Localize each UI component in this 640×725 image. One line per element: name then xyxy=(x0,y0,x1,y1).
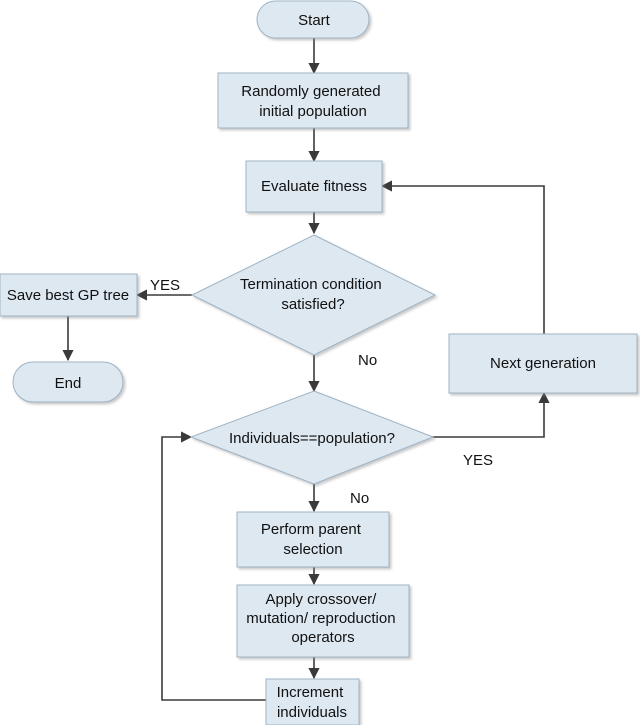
evaluate-fitness-label: Evaluate fitness xyxy=(261,178,367,195)
edge-label-termination-no: No xyxy=(358,352,377,369)
evaluate-fitness-node xyxy=(245,160,383,213)
parent-selection-label-line-1: Perform parent xyxy=(261,521,362,538)
increment-label-line-2: individuals xyxy=(277,704,347,721)
increment-label-line-1: Increment xyxy=(277,684,345,701)
edge-labels: YES No YES No xyxy=(150,277,493,507)
termination-decision-label-line-2: satisfied? xyxy=(281,296,344,313)
edge-label-individuals-yes: YES xyxy=(463,452,493,469)
end-node xyxy=(12,361,124,403)
init-population-label-line-1: Randomly generated xyxy=(241,83,380,100)
end-label: End xyxy=(55,375,82,392)
node-labels: Start Randomly generated initial populat… xyxy=(7,12,596,721)
apply-operators-label-line-2: mutation/ reproduction xyxy=(246,610,395,627)
apply-operators-label-line-3: operators xyxy=(291,629,354,646)
edge-label-individuals-no: No xyxy=(350,490,369,507)
edge-label-termination-yes: YES xyxy=(150,277,180,294)
apply-operators-label-line-1: Apply crossover/ xyxy=(265,591,377,608)
next-generation-label: Next generation xyxy=(490,355,596,372)
increment-node xyxy=(265,678,360,725)
apply-operators-label: Apply crossover/ mutation/ reproduction … xyxy=(246,591,399,646)
init-population-label: Randomly generated initial population xyxy=(241,83,384,120)
increment-label: Increment individuals xyxy=(277,684,348,721)
termination-decision-label: Termination condition satisfied? xyxy=(240,276,386,313)
start-label: Start xyxy=(298,12,331,29)
start-node xyxy=(256,0,370,39)
save-best-node xyxy=(0,273,138,317)
parent-selection-node xyxy=(236,511,390,568)
apply-operators-node xyxy=(236,584,410,658)
parent-selection-label-line-2: selection xyxy=(283,541,342,558)
individuals-decision-node xyxy=(189,390,435,485)
termination-decision-node xyxy=(190,234,437,356)
termination-decision-label-line-1: Termination condition xyxy=(240,276,382,293)
next-generation-node xyxy=(448,333,638,394)
edge-next-to-evaluate xyxy=(380,180,545,334)
edges xyxy=(62,38,550,701)
edge-increment-loop-to-individuals xyxy=(161,431,266,701)
individuals-decision-label: Individuals==population? xyxy=(229,430,395,447)
edge-individuals-yes-to-next xyxy=(432,391,550,438)
init-population-node xyxy=(217,72,409,129)
parent-selection-label: Perform parent selection xyxy=(261,521,365,558)
save-best-label: Save best GP tree xyxy=(7,287,129,304)
init-population-label-line-2: initial population xyxy=(259,103,367,120)
